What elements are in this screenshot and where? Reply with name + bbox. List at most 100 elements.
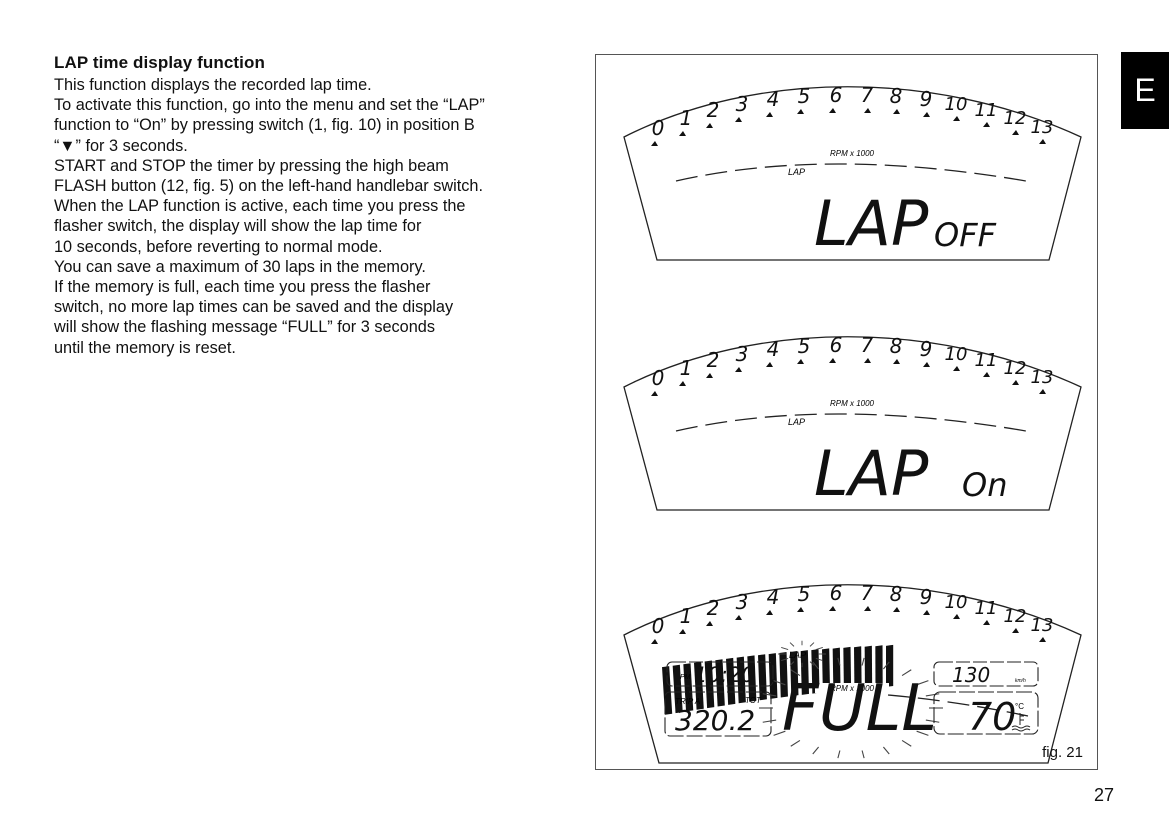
rpm-tick-marker [706, 123, 713, 128]
rpm-tick-marker [864, 108, 871, 113]
rpm-number: 1 [680, 106, 693, 130]
flash-ray [815, 657, 823, 662]
rpm-number: 0 [652, 614, 665, 638]
rpm-tick-marker [735, 117, 742, 122]
flash-ray [762, 719, 777, 723]
clock-prefix: PM [680, 674, 691, 681]
rpm-number: 12 [1004, 108, 1027, 129]
flash-ray [901, 669, 912, 677]
paragraph-line: 10 seconds, before reverting to normal m… [54, 237, 383, 256]
clock-display: 10:20 [694, 663, 755, 687]
speed-box [933, 661, 1039, 687]
paragraph-line: flasher switch, the display will show th… [54, 217, 422, 236]
rpm-bar-segment [672, 664, 683, 714]
rpm-tick-marker [893, 359, 900, 364]
rpm-tick-marker [679, 131, 686, 136]
flash-ray [790, 739, 801, 747]
rpm-label: RPM x 1000 [830, 399, 875, 408]
rpm-scale: 0 1 2 3 4 5 6 7 8 9 10 11 12 13 [651, 581, 1053, 644]
rpm-tick-marker [893, 109, 900, 114]
flash-ray [882, 661, 890, 670]
display-panel-lap-off: 0 1 2 3 4 5 6 7 8 9 10 11 12 13 RPM x 10… [623, 83, 1082, 261]
flash-ray [809, 661, 815, 666]
rpm-number: 5 [798, 84, 811, 108]
rpm-tick-marker [766, 610, 773, 615]
lap-main-text: LAP [814, 187, 929, 260]
coolant-temperature-icon [1011, 713, 1031, 732]
temperature-display: 70 [968, 695, 1016, 739]
display-outline [623, 336, 1082, 511]
rpm-bar-segment [886, 644, 894, 687]
rpm-tick-marker [766, 112, 773, 117]
trip-label: TRIP A [675, 697, 700, 706]
paragraph-line: switch, no more lap times can be saved a… [54, 298, 454, 317]
rpm-tick-marker [953, 614, 960, 619]
trip-display: 320.2 [675, 704, 755, 737]
rpm-number: 3 [736, 342, 749, 366]
lap-main-text: LAP [814, 437, 929, 510]
flash-ray [762, 693, 777, 697]
rpm-number: 11 [975, 100, 998, 121]
rpm-number: 13 [1031, 117, 1054, 138]
flash-ray [861, 657, 865, 666]
rpm-number: 10 [945, 592, 968, 613]
rpm-scale: 0 1 2 3 4 5 6 7 8 9 10 11 12 13 [651, 83, 1053, 146]
rpm-number: 13 [1031, 615, 1054, 636]
rpm-tick-marker [829, 108, 836, 113]
figure-caption: fig. 21 [1042, 744, 1083, 761]
flash-ray [882, 746, 890, 755]
rpm-number: 8 [890, 334, 903, 358]
rpm-bar-segment [726, 657, 736, 705]
rpm-tick-marker [1012, 380, 1019, 385]
rpm-number: 8 [890, 582, 903, 606]
clock-box [666, 661, 774, 687]
flash-ray [781, 657, 789, 662]
rpm-arc [887, 694, 1029, 717]
rpm-number: 11 [975, 598, 998, 619]
rpm-scale: 0 1 2 3 4 5 6 7 8 9 10 11 12 13 [651, 333, 1053, 396]
full-message: FULL [782, 672, 937, 746]
rpm-tick-marker [651, 391, 658, 396]
rpm-bar-segment [843, 646, 852, 691]
rpm-tick-marker [679, 629, 686, 634]
rpm-label-backdrop [815, 398, 889, 408]
rpm-bar-segment [854, 646, 862, 690]
speed-unit: km/h [1015, 678, 1026, 684]
rpm-number: 8 [890, 84, 903, 108]
lap-state-text: On [962, 466, 1007, 504]
trip-box [664, 691, 772, 737]
rpm-tick-marker [983, 122, 990, 127]
rpm-number: 6 [830, 333, 843, 357]
page-number: 27 [1094, 785, 1115, 805]
flash-ray [790, 669, 801, 677]
rpm-tick-marker [706, 621, 713, 626]
rpm-number: 0 [652, 366, 665, 390]
rpm-number: 6 [830, 83, 843, 107]
rpm-number: 1 [680, 356, 693, 380]
rpm-tick-marker [1039, 139, 1046, 144]
lap-flash-rays [778, 640, 826, 668]
rpm-bar-segment [800, 650, 810, 695]
rpm-tick-marker [923, 112, 930, 117]
flash-ray [773, 680, 786, 686]
rpm-tick-marker [829, 358, 836, 363]
display-outline [623, 86, 1082, 261]
lap-indicator: LAP [789, 650, 806, 660]
language-tab: E [1121, 52, 1169, 129]
rpm-tick-marker [797, 607, 804, 612]
flash-ray [812, 746, 820, 755]
flash-ray [861, 750, 865, 759]
rpm-number: 13 [1031, 367, 1054, 388]
flash-ray [781, 646, 789, 651]
flash-ray [815, 646, 823, 651]
flash-ray [925, 693, 940, 697]
rpm-bar-segment [779, 652, 788, 698]
paragraph-line: until the memory is reset. [54, 338, 236, 357]
rpm-tick-marker [651, 141, 658, 146]
flash-ray [925, 719, 940, 723]
rpm-number: 2 [707, 98, 720, 122]
rpm-tick-marker [1012, 628, 1019, 633]
rpm-tick-marker [797, 359, 804, 364]
rpm-number: 7 [861, 333, 874, 357]
rpm-tick-marker [1039, 637, 1046, 642]
